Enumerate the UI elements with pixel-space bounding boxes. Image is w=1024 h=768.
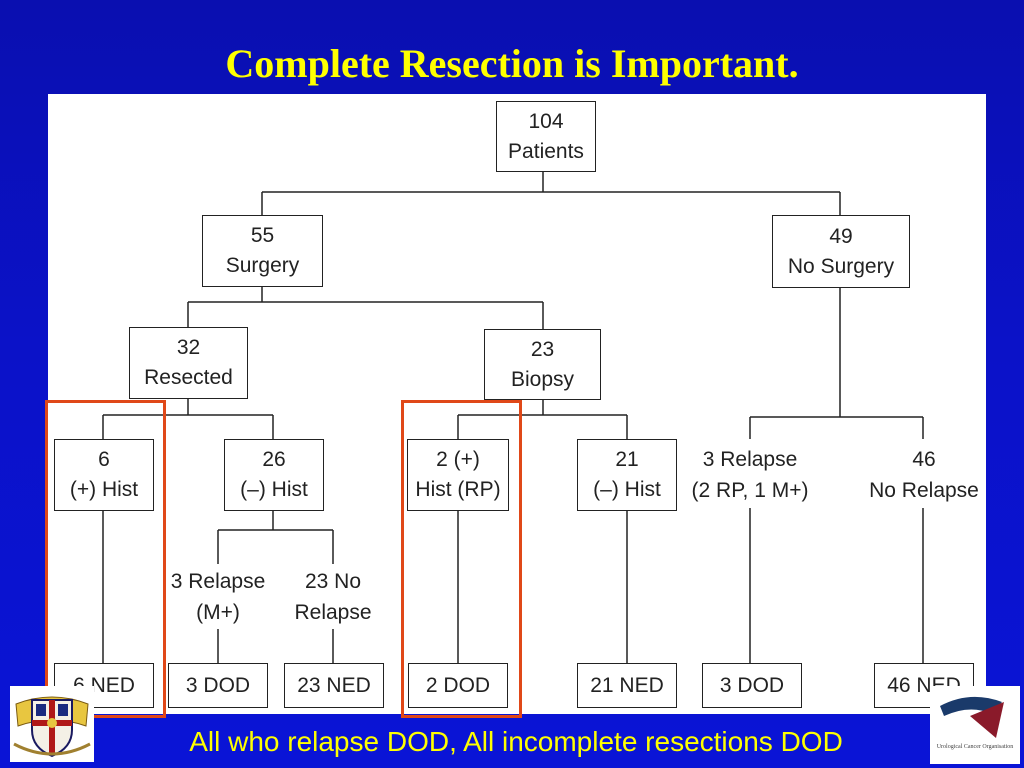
node-label: (2 RP, 1 M+) — [691, 479, 809, 502]
node-label: No Surgery — [787, 254, 895, 278]
node-positive-hist: 6 (+) Hist — [54, 439, 154, 511]
flowchart-panel: 104 Patients 55 Surgery 49 No Surgery 32… — [48, 94, 986, 714]
node-patients: 104 Patients — [496, 101, 596, 172]
node-biopsy: 23 Biopsy — [484, 329, 601, 400]
connector-lines — [102, 172, 924, 663]
node-resected: 32 Resected — [129, 327, 248, 399]
outcome-21-ned: 21 NED — [577, 663, 677, 708]
node-negative-hist-26: 26 (–) Hist — [224, 439, 324, 511]
node-count: 23 — [530, 337, 555, 361]
node-count: 3 Relapse — [702, 448, 798, 471]
node-label: (+) Hist — [69, 478, 139, 501]
node-label: Relapse — [294, 601, 372, 624]
node-count: 55 — [250, 224, 275, 247]
node-count: 32 — [176, 336, 201, 359]
node-label: Biopsy — [510, 367, 575, 391]
node-label: (–) Hist — [593, 478, 661, 501]
outcome-label: 2 DOD — [425, 673, 491, 697]
highlight-positive-hist-rp-branch — [401, 400, 522, 718]
outcome-2-dod: 2 DOD — [408, 663, 508, 708]
node-label: Hist (RP) — [415, 478, 501, 501]
university-crest-logo — [10, 686, 94, 762]
node-label: No Relapse — [869, 479, 979, 502]
outcome-3-dod-b: 3 DOD — [702, 663, 802, 708]
node-count: 49 — [829, 224, 853, 248]
node-relapse-no-surgery: 3 Relapse (2 RP, 1 M+) — [688, 444, 812, 506]
slide-title: Complete Resection is Important. — [225, 41, 799, 86]
node-count: 21 — [615, 448, 639, 471]
outcome-3-dod-a: 3 DOD — [168, 663, 268, 708]
outcome-23-ned: 23 NED — [284, 663, 384, 708]
node-label: Resected — [144, 366, 233, 389]
urological-cancer-organisation-logo: Urological Cancer Organisation — [930, 686, 1020, 764]
node-surgery: 55 Surgery — [202, 215, 323, 287]
node-count: 23 No — [304, 570, 362, 593]
outcome-label: 3 DOD — [719, 673, 785, 697]
node-count: 46 — [912, 448, 936, 471]
outcome-label: 3 DOD — [185, 673, 251, 697]
node-relapse-m-plus: 3 Relapse (M+) — [160, 566, 276, 628]
node-count: 2 (+) — [436, 448, 480, 471]
node-label: (–) Hist — [240, 478, 308, 501]
outcome-label: 23 NED — [297, 673, 371, 697]
uco-mark-icon — [940, 696, 1004, 738]
node-label: Patients — [508, 139, 584, 163]
node-no-relapse-23: 23 No Relapse — [283, 566, 383, 628]
node-count: 26 — [262, 448, 286, 471]
node-count: 6 — [98, 448, 110, 471]
node-label: (M+) — [196, 601, 240, 624]
crest-icon — [13, 696, 91, 758]
node-count: 104 — [528, 109, 564, 133]
node-count: 3 Relapse — [170, 570, 266, 593]
node-negative-hist-21: 21 (–) Hist — [577, 439, 677, 511]
outcome-label: 21 NED — [590, 673, 664, 697]
node-positive-hist-rp: 2 (+) Hist (RP) — [407, 439, 509, 511]
footer-note: All who relapse DOD, All incomplete rese… — [189, 726, 843, 757]
node-no-relapse-46: 46 No Relapse — [862, 444, 986, 506]
highlight-positive-hist-branch — [45, 400, 166, 718]
node-no-surgery: 49 No Surgery — [772, 215, 910, 288]
logo-caption: Urological Cancer Organisation — [936, 744, 1014, 750]
node-label: Surgery — [225, 254, 300, 277]
